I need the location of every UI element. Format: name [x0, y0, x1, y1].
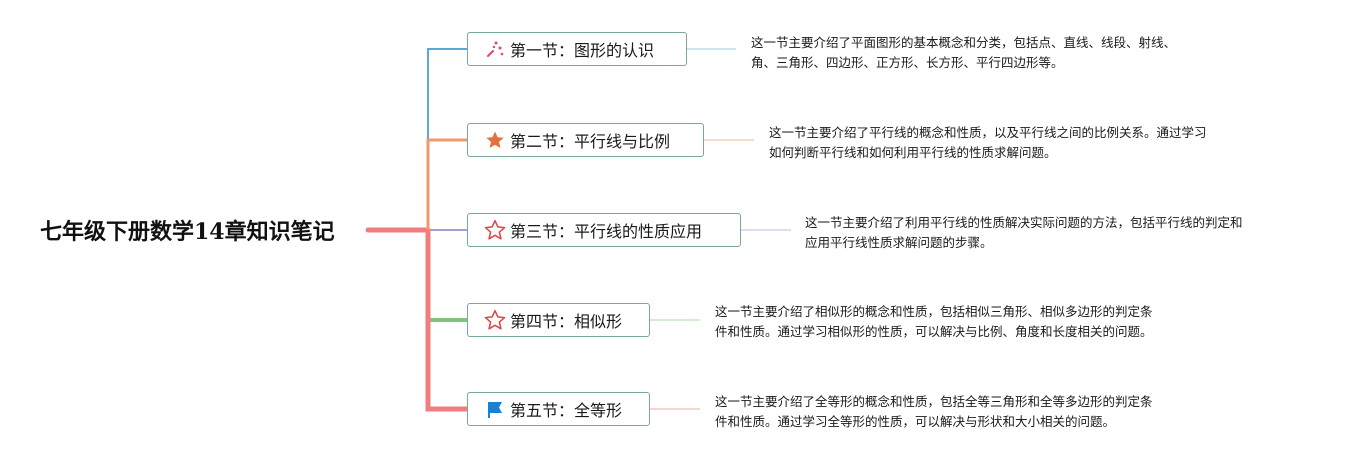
note-line: 应用平行线性质求解问题的步骤。	[805, 235, 993, 250]
branch-connector-5	[425, 230, 467, 412]
branch-label-4: 第四节：相似形	[510, 312, 623, 331]
root-topic[interactable]: 七年级下册数学14章知识笔记	[40, 219, 335, 245]
branch-note-5: 这一节主要介绍了全等形的概念和性质，包括全等三角形和全等多边形的判定条 件和性质…	[715, 392, 1153, 432]
flag-icon	[484, 398, 506, 420]
branch-note-2: 这一节主要介绍了平行线的概念和性质，以及平行线之间的比例关系。通过学习 如何判断…	[769, 123, 1207, 163]
note-line: 如何判断平行线和如何利用平行线的性质求解问题。	[769, 145, 1057, 160]
branch-node-4[interactable]: 第四节：相似形	[467, 303, 650, 337]
branch-node-2[interactable]: 第二节：平行线与比例	[467, 123, 704, 157]
star-outline-icon	[484, 219, 506, 241]
branch-note-1: 这一节主要介绍了平面图形的基本概念和分类，包括点、直线、线段、射线、 角、三角形…	[751, 33, 1176, 73]
branch-label-2: 第二节：平行线与比例	[510, 132, 671, 151]
branch-label-3: 第三节：平行线的性质应用	[510, 222, 703, 241]
branch-note-3: 这一节主要介绍了利用平行线的性质解决实际问题的方法，包括平行线的判定和 应用平行…	[805, 213, 1243, 253]
branch-label-1: 第一节：图形的认识	[510, 41, 655, 60]
note-line: 这一节主要介绍了平行线的概念和性质，以及平行线之间的比例关系。通过学习	[769, 125, 1207, 140]
branch-node-3[interactable]: 第三节：平行线的性质应用	[467, 213, 741, 247]
star-outline-icon	[484, 309, 506, 331]
sparkle-icon	[484, 38, 506, 60]
branch-node-5[interactable]: 第五节：全等形	[467, 392, 650, 426]
branch-label-5: 第五节：全等形	[510, 401, 623, 420]
branch-connector-2	[426, 138, 467, 230]
note-line: 角、三角形、四边形、正方形、长方形、平行四边形等。	[751, 55, 1064, 70]
branch-node-1[interactable]: 第一节：图形的认识	[467, 32, 687, 66]
note-line: 这一节主要介绍了相似形的概念和性质，包括相似三角形、相似多边形的判定条	[715, 304, 1153, 319]
note-line: 这一节主要介绍了平面图形的基本概念和分类，包括点、直线、线段、射线、	[751, 35, 1177, 50]
note-line: 这一节主要介绍了利用平行线的性质解决实际问题的方法，包括平行线的判定和	[805, 215, 1243, 230]
branch-note-4: 这一节主要介绍了相似形的概念和性质，包括相似三角形、相似多边形的判定条 件和性质…	[715, 302, 1153, 342]
star-filled-icon	[484, 129, 506, 151]
note-line: 件和性质。通过学习相似形的性质，可以解决与比例、角度和长度相关的问题。	[715, 324, 1153, 339]
branch-connector-4	[426, 230, 467, 322]
note-line: 这一节主要介绍了全等形的概念和性质，包括全等三角形和全等多边形的判定条	[715, 394, 1153, 409]
note-line: 件和性质。通过学习全等形的性质，可以解决与形状和大小相关的问题。	[715, 414, 1116, 429]
